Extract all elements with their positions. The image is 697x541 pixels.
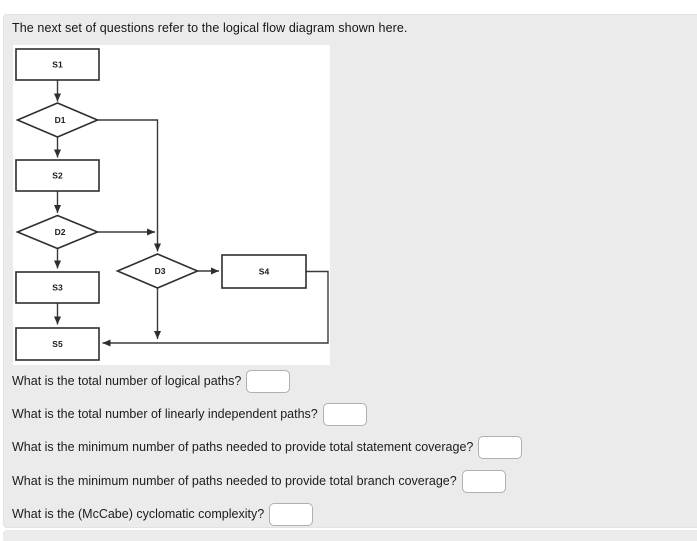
node-label-s1: S1 xyxy=(52,60,63,70)
flow-node-s5: S5 xyxy=(15,327,100,361)
flow-node-s2: S2 xyxy=(15,159,100,192)
question-label: What is the total number of logical path… xyxy=(12,374,242,388)
logical-paths-input[interactable] xyxy=(246,369,291,393)
node-label-s5: S5 xyxy=(52,339,63,349)
question-row-statement-coverage: What is the minimum number of paths need… xyxy=(12,435,523,459)
question-row-branch-coverage: What is the minimum number of paths need… xyxy=(12,469,506,493)
question-label: What is the minimum number of paths need… xyxy=(12,474,457,488)
question-row-cyclomatic-complexity: What is the (McCabe) cyclomatic complexi… xyxy=(12,502,314,526)
flow-node-s3: S3 xyxy=(15,271,100,304)
node-label-d2: D2 xyxy=(55,227,66,237)
question-label: What is the minimum number of paths need… xyxy=(12,440,474,454)
flow-node-s4: S4 xyxy=(221,254,307,289)
flow-diagram-svg: S1 D1 S2 D2 S3 D3 S4 S5 xyxy=(15,48,329,361)
flow-edges xyxy=(54,80,329,347)
question-row-logical-paths: What is the total number of logical path… xyxy=(12,369,291,393)
node-label-d1: D1 xyxy=(55,115,66,125)
instruction-text: The next set of questions refer to the l… xyxy=(12,21,408,35)
question-row-independent-paths: What is the total number of linearly ind… xyxy=(12,402,367,426)
flow-diagram: S1 D1 S2 D2 S3 D3 S4 S5 xyxy=(13,45,330,365)
node-label-s3: S3 xyxy=(52,283,63,293)
node-label-s2: S2 xyxy=(52,171,63,181)
question-label: What is the total number of linearly ind… xyxy=(12,407,318,421)
branch-coverage-input[interactable] xyxy=(461,469,506,493)
flow-node-d2: D2 xyxy=(15,214,100,250)
edge-s4-loop-s5 xyxy=(102,270,329,347)
node-label-d3: D3 xyxy=(155,266,166,276)
next-block-panel xyxy=(3,530,697,541)
cyclomatic-complexity-input[interactable] xyxy=(269,502,314,526)
statement-coverage-input[interactable] xyxy=(478,435,523,459)
node-label-s4: S4 xyxy=(259,267,270,277)
edge-d1-d3 xyxy=(97,119,161,252)
flow-node-s1: S1 xyxy=(15,48,100,81)
question-label: What is the (McCabe) cyclomatic complexi… xyxy=(12,507,265,521)
independent-paths-input[interactable] xyxy=(322,402,367,426)
flow-node-d3: D3 xyxy=(115,253,200,289)
flow-node-d1: D1 xyxy=(15,102,100,138)
